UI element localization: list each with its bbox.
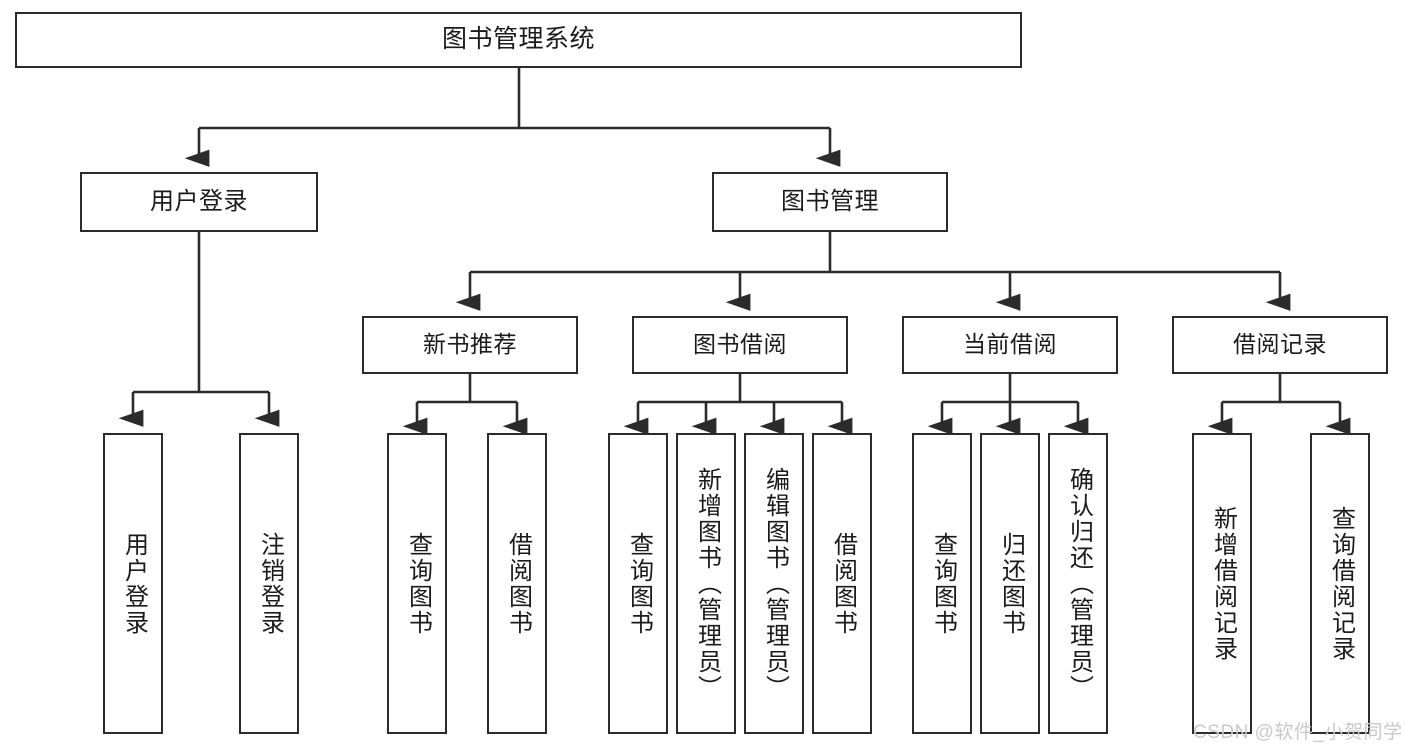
node-user-login[interactable]: 用户登录 [80,172,318,232]
leaf-borrow-record-query[interactable]: 查询借阅记录 [1310,433,1370,734]
leaf-book-borrow-edit[interactable]: 编辑图书（管理员） [744,433,804,734]
leaf-new-book-borrow[interactable]: 借阅图书 [487,433,547,734]
node-label: 借阅图书 [829,531,857,636]
node-label: 新增图书（管理员） [693,466,721,701]
node-borrow-record[interactable]: 借阅记录 [1172,316,1388,374]
node-label: 归还图书 [997,531,1025,636]
leaf-book-borrow-query[interactable]: 查询图书 [608,433,668,734]
node-label: 图书管理 [781,187,879,215]
node-label: 当前借阅 [963,331,1057,358]
node-label: 图书借阅 [693,331,787,358]
leaf-new-book-query[interactable]: 查询图书 [387,433,447,734]
node-label: 注销登录 [256,531,284,636]
node-label: 新增借阅记录 [1209,505,1237,662]
leaf-current-borrow-confirm-return[interactable]: 确认归还（管理员） [1048,433,1108,734]
node-label: 用户登录 [150,187,248,215]
node-label: 用户登录 [120,531,148,636]
leaf-book-borrow-add[interactable]: 新增图书（管理员） [676,433,736,734]
leaf-current-borrow-return[interactable]: 归还图书 [980,433,1040,734]
node-label: 图书管理系统 [441,25,595,54]
leaf-current-borrow-query[interactable]: 查询图书 [912,433,972,734]
leaf-borrow-record-add[interactable]: 新增借阅记录 [1192,433,1252,734]
node-label: 借阅记录 [1233,331,1327,358]
node-label: 确认归还（管理员） [1065,466,1093,701]
node-book-borrow[interactable]: 图书借阅 [632,316,848,374]
leaf-user-login-logout[interactable]: 注销登录 [239,433,299,734]
node-label: 查询图书 [929,531,957,636]
node-label: 编辑图书（管理员） [761,466,789,701]
node-new-book-recommend[interactable]: 新书推荐 [362,316,578,374]
leaf-user-login-login[interactable]: 用户登录 [103,433,163,734]
node-root-system[interactable]: 图书管理系统 [15,12,1022,68]
node-label: 借阅图书 [504,531,532,636]
node-label: 新书推荐 [423,331,517,358]
node-label: 查询借阅记录 [1327,505,1355,662]
leaf-book-borrow-borrow[interactable]: 借阅图书 [812,433,872,734]
node-label: 查询图书 [404,531,432,636]
node-label: 查询图书 [625,531,653,636]
node-current-borrow[interactable]: 当前借阅 [902,316,1118,374]
node-book-management[interactable]: 图书管理 [712,172,948,232]
